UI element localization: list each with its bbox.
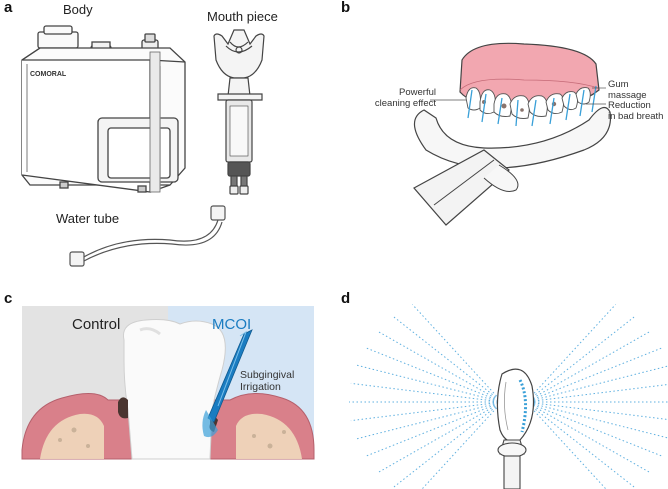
subgingival-irrigation-illustration (21, 306, 315, 460)
spray-line (525, 316, 635, 403)
annotation-gum-massage: Gum massage (608, 79, 647, 101)
spray-line (412, 304, 503, 403)
spray-line (525, 347, 663, 403)
annotation-cleaning: Powerful cleaning effect (375, 87, 436, 109)
spray-line (365, 347, 503, 403)
panel-b-label: b (341, 0, 351, 16)
spray-line (356, 364, 503, 403)
spray-line (378, 331, 503, 403)
plaque-left (118, 397, 128, 419)
panel-c-label: c (4, 290, 13, 307)
annotation-breath-line2: in bad breath (608, 110, 664, 122)
irrigation-water (202, 410, 218, 438)
spray-lines (349, 304, 668, 489)
annotation-gum-line2: massage (608, 89, 647, 101)
spray-line (525, 401, 663, 457)
spray-line (378, 401, 503, 473)
spray-pattern-illustration (349, 304, 668, 489)
irrigation-line2: Irrigation (240, 381, 281, 393)
water-tube-label: Water tube (56, 211, 120, 226)
spray-line (421, 401, 503, 489)
irrigator-tip (207, 329, 253, 423)
irrigation-line1: Subgingival (240, 369, 295, 381)
spray-line (525, 365, 668, 403)
annotation-cleaning-line2: cleaning effect (374, 97, 436, 109)
annotation-gum-line1: Gum (608, 79, 629, 90)
panel-d-label: d (341, 290, 351, 307)
spray-line (525, 401, 635, 488)
mouthpiece (213, 29, 265, 195)
body-label: Body (63, 2, 93, 17)
spray-line (350, 401, 503, 422)
spray-line (525, 401, 668, 421)
panel-b: b (334, 0, 668, 270)
mouthpiece-head (496, 368, 535, 443)
tooth (122, 319, 226, 460)
spray-line (525, 401, 668, 439)
spray-line (525, 304, 616, 403)
panel-a-label: a (4, 0, 13, 16)
mcoi-label: MCOI (212, 316, 252, 333)
spray-line (525, 401, 650, 473)
panel-d: d (334, 290, 668, 489)
annotation-cleaning-line1: Powerful (399, 87, 436, 98)
spray-line (365, 401, 503, 457)
spray-line (393, 401, 503, 488)
irrigation-label: Subgingival Irrigation (240, 369, 294, 393)
annotation-breath-line1: Reduction (608, 100, 651, 111)
spray-line (525, 383, 668, 403)
panel-a: a Body Mouth piece Water tube COMORAL (0, 0, 334, 270)
handle (503, 455, 521, 489)
device-illustration: COMORAL (21, 25, 265, 267)
spray-line (393, 316, 503, 403)
control-label: Control (72, 316, 121, 333)
spray-line (356, 401, 503, 440)
mouthpiece-label: Mouth piece (207, 9, 278, 24)
spray-line (525, 401, 607, 489)
water-tube (69, 205, 226, 267)
water-jets (467, 85, 597, 127)
spray-line (350, 382, 503, 403)
device-body (21, 25, 186, 193)
annotation-bad-breath: Reduction in bad breath (608, 100, 664, 122)
spray-line (525, 331, 650, 403)
panel-c: c Control MCOI Subgingival Irrigation (0, 290, 334, 489)
brand-text: COMORAL (30, 71, 67, 78)
mouthpiece-in-mouth-illustration (413, 42, 612, 226)
